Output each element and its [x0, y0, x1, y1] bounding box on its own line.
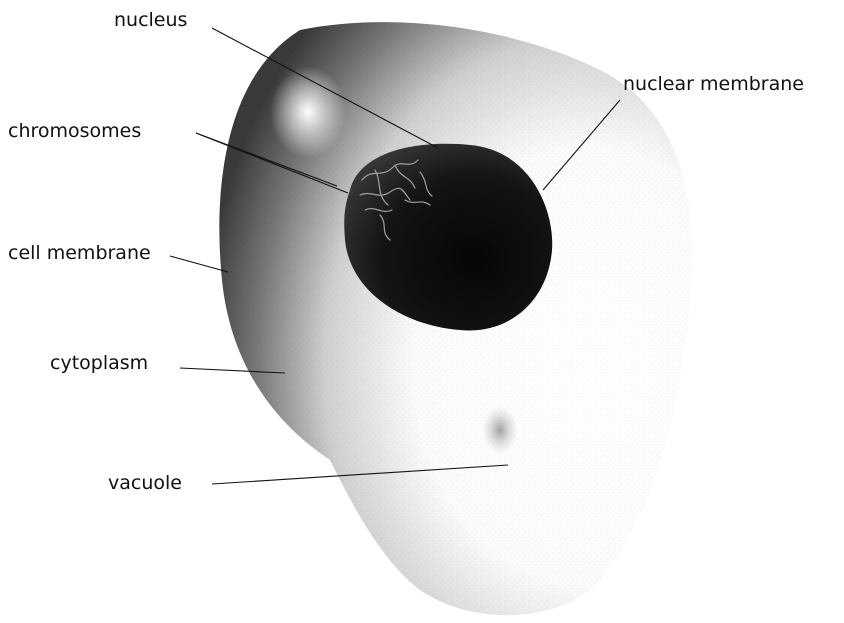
label-nuclear-membrane: nuclear membrane: [623, 75, 804, 94]
cell-highlight: [270, 66, 346, 158]
label-vacuole: vacuole: [108, 474, 182, 493]
label-cell-membrane: cell membrane: [8, 244, 151, 263]
vacuole-shape: [482, 406, 518, 454]
label-nucleus: nucleus: [114, 11, 187, 30]
label-cytoplasm: cytoplasm: [50, 354, 148, 373]
leader-cell-membrane: [170, 256, 228, 272]
label-chromosomes: chromosomes: [8, 122, 141, 141]
